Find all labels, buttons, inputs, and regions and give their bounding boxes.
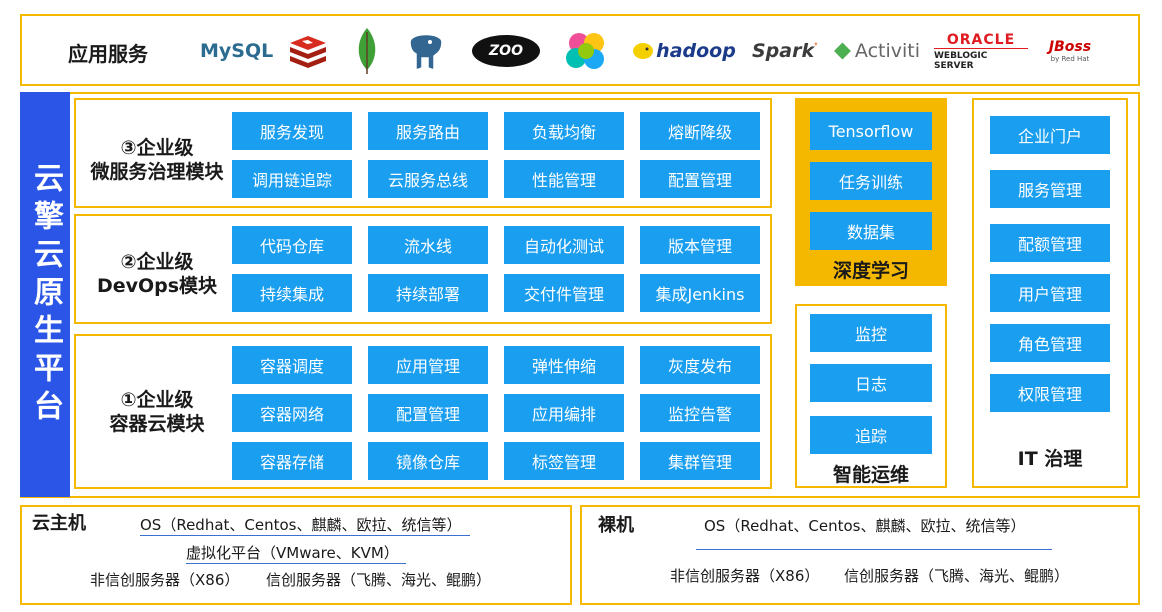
container-cloud-module: ①企业级 容器云模块 容器调度 应用管理 弹性伸缩 灰度发布 容器网络 配置管理… bbox=[74, 334, 772, 489]
tile-task-training[interactable]: 任务训练 bbox=[810, 162, 932, 200]
app-services-title: 应用服务 bbox=[68, 42, 148, 66]
hadoop-logo: hadoop bbox=[632, 26, 736, 76]
divider bbox=[140, 535, 470, 536]
app-services-panel: 应用服务 MySQL ZOO bbox=[20, 14, 1140, 86]
divider bbox=[696, 549, 1052, 550]
cloud-host-servers-xinchuang: 信创服务器（飞腾、海光、鲲鹏） bbox=[266, 571, 492, 589]
mysql-logo: MySQL bbox=[200, 40, 274, 62]
tile-version-management[interactable]: 版本管理 bbox=[640, 226, 760, 264]
redis-icon bbox=[290, 36, 326, 68]
tile-container-network[interactable]: 容器网络 bbox=[232, 394, 352, 432]
platform-label: 云擎云原生平台 bbox=[20, 92, 70, 497]
bare-metal-os: OS（Redhat、Centos、麒麟、欧拉、统信等） bbox=[704, 517, 1026, 535]
tile-service-discovery[interactable]: 服务发现 bbox=[232, 112, 352, 150]
jboss-logo: JBoss by Red Hat bbox=[1048, 39, 1092, 63]
cloud-host-panel: 云主机 OS（Redhat、Centos、麒麟、欧拉、统信等） 虚拟化平台（VM… bbox=[20, 505, 572, 605]
tile-label-management[interactable]: 标签管理 bbox=[504, 442, 624, 480]
activiti-logo: Activiti bbox=[834, 26, 920, 76]
microservice-module: ③企业级 微服务治理模块 服务发现 服务路由 负载均衡 熔断降级 调用链追踪 云… bbox=[74, 98, 772, 208]
tile-call-chain-tracing[interactable]: 调用链追踪 bbox=[232, 160, 352, 198]
tile-role-management[interactable]: 角色管理 bbox=[990, 324, 1110, 362]
deep-learning-panel: Tensorflow 任务训练 数据集 深度学习 bbox=[795, 98, 947, 286]
spark-logo: Spark bbox=[752, 26, 818, 76]
cloud-host-servers-x86: 非信创服务器（X86） bbox=[90, 571, 240, 589]
tile-artifact-management[interactable]: 交付件管理 bbox=[504, 274, 624, 312]
bare-metal-panel: 裸机 OS（Redhat、Centos、麒麟、欧拉、统信等） 非信创服务器（X8… bbox=[580, 505, 1140, 605]
postgresql-logo bbox=[402, 26, 450, 76]
tile-user-management[interactable]: 用户管理 bbox=[990, 274, 1110, 312]
elastic-logo bbox=[562, 26, 610, 76]
bare-metal-servers-xinchuang: 信创服务器（飞腾、海光、鲲鹏） bbox=[844, 567, 1070, 585]
tile-jenkins-integration[interactable]: 集成Jenkins bbox=[640, 274, 760, 312]
elephant-icon bbox=[409, 33, 443, 72]
tile-pipeline[interactable]: 流水线 bbox=[368, 226, 488, 264]
tile-permission-management[interactable]: 权限管理 bbox=[990, 374, 1110, 412]
tile-dataset[interactable]: 数据集 bbox=[810, 212, 932, 250]
tile-cluster-management[interactable]: 集群管理 bbox=[640, 442, 760, 480]
cloud-host-label: 云主机 bbox=[32, 513, 86, 534]
zookeeper-badge: ZOO bbox=[472, 35, 540, 67]
tile-service-routing[interactable]: 服务路由 bbox=[368, 112, 488, 150]
bare-metal-label: 裸机 bbox=[598, 515, 634, 536]
microservice-module-title: ③企业级 微服务治理模块 bbox=[90, 137, 224, 183]
oracle-weblogic-logo: ORACLE WEBLOGIC SERVER bbox=[934, 26, 1028, 76]
tile-tensorflow[interactable]: Tensorflow bbox=[810, 112, 932, 150]
tile-cloud-service-bus[interactable]: 云服务总线 bbox=[368, 160, 488, 198]
aiops-title: 智能运维 bbox=[832, 464, 909, 486]
tile-tracing[interactable]: 追踪 bbox=[810, 416, 932, 454]
mongodb-logo bbox=[350, 26, 384, 76]
cloud-host-virtualization: 虚拟化平台（VMware、KVM） bbox=[186, 544, 399, 562]
divider bbox=[186, 563, 406, 564]
diamond-icon bbox=[834, 42, 851, 60]
star-icon bbox=[814, 41, 818, 47]
tile-canary-release[interactable]: 灰度发布 bbox=[640, 346, 760, 384]
redis-logo bbox=[284, 26, 332, 76]
tile-enterprise-portal[interactable]: 企业门户 bbox=[990, 116, 1110, 154]
tile-load-balancing[interactable]: 负载均衡 bbox=[504, 112, 624, 150]
it-governance-panel: 企业门户 服务管理 配额管理 用户管理 角色管理 权限管理 IT 治理 bbox=[972, 98, 1128, 488]
devops-module-title: ②企业级 DevOps模块 bbox=[96, 251, 218, 297]
devops-module: ②企业级 DevOps模块 代码仓库 流水线 自动化测试 版本管理 持续集成 持… bbox=[74, 214, 772, 324]
tile-image-registry[interactable]: 镜像仓库 bbox=[368, 442, 488, 480]
tile-elastic-scaling[interactable]: 弹性伸缩 bbox=[504, 346, 624, 384]
tile-continuous-deployment[interactable]: 持续部署 bbox=[368, 274, 488, 312]
bare-metal-servers-x86: 非信创服务器（X86） bbox=[670, 567, 820, 585]
tile-app-orchestration[interactable]: 应用编排 bbox=[504, 394, 624, 432]
tile-code-repository[interactable]: 代码仓库 bbox=[232, 226, 352, 264]
zookeeper-logo: ZOO bbox=[470, 26, 542, 76]
tile-container-storage[interactable]: 容器存储 bbox=[232, 442, 352, 480]
container-cloud-module-title: ①企业级 容器云模块 bbox=[109, 389, 205, 435]
aiops-panel: 监控 日志 追踪 智能运维 bbox=[795, 304, 947, 488]
tile-automated-testing[interactable]: 自动化测试 bbox=[504, 226, 624, 264]
tile-performance-management[interactable]: 性能管理 bbox=[504, 160, 624, 198]
tile-continuous-integration[interactable]: 持续集成 bbox=[232, 274, 352, 312]
tile-service-management[interactable]: 服务管理 bbox=[990, 170, 1110, 208]
tile-config-management[interactable]: 配置管理 bbox=[640, 160, 760, 198]
tile-logs[interactable]: 日志 bbox=[810, 364, 932, 402]
elastic-icon bbox=[566, 33, 604, 69]
cloud-host-os: OS（Redhat、Centos、麒麟、欧拉、统信等） bbox=[140, 516, 462, 534]
leaf-icon bbox=[358, 28, 376, 74]
hadoop-elephant-icon bbox=[633, 43, 654, 59]
dolphin-icon bbox=[269, 42, 270, 44]
tile-config-management-2[interactable]: 配置管理 bbox=[368, 394, 488, 432]
deep-learning-title: 深度学习 bbox=[832, 260, 909, 282]
tile-container-scheduling[interactable]: 容器调度 bbox=[232, 346, 352, 384]
tile-quota-management[interactable]: 配额管理 bbox=[990, 224, 1110, 262]
tile-monitoring[interactable]: 监控 bbox=[810, 314, 932, 352]
tile-monitoring-alerts[interactable]: 监控告警 bbox=[640, 394, 760, 432]
tile-circuit-breaker[interactable]: 熔断降级 bbox=[640, 112, 760, 150]
tile-app-management[interactable]: 应用管理 bbox=[368, 346, 488, 384]
it-governance-title: IT 治理 bbox=[1017, 448, 1083, 470]
